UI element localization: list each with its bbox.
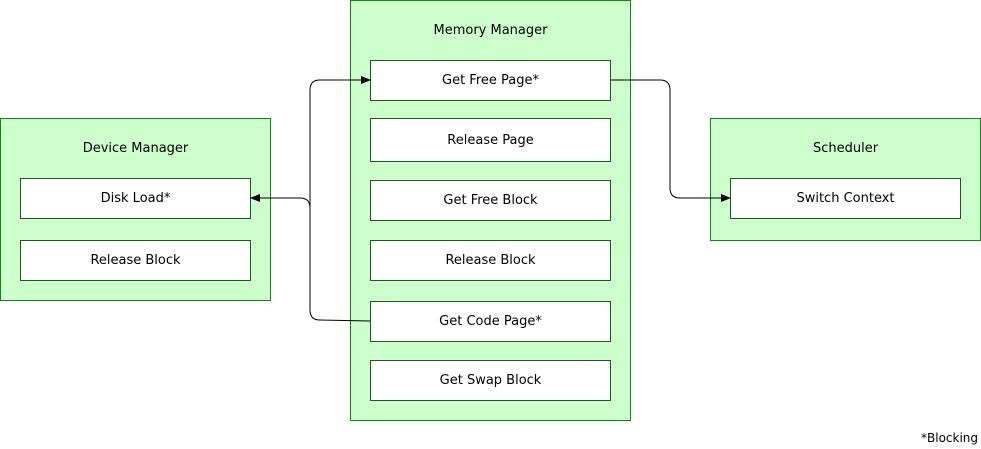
get-free-page-box[interactable]: Get Free Page* xyxy=(370,60,611,101)
connector-to-get-free-page xyxy=(309,76,371,208)
release-block-memory-box[interactable]: Release Block xyxy=(370,240,611,281)
blocking-note: *Blocking xyxy=(921,431,979,445)
memory-manager-title: Memory Manager xyxy=(433,23,548,38)
get-code-page-box[interactable]: Get Code Page* xyxy=(370,301,611,342)
scheduler-title: Scheduler xyxy=(812,141,879,156)
connector-get-free-page-to-switch-context xyxy=(611,79,731,202)
release-page-box[interactable]: Release Page xyxy=(370,118,611,162)
device-manager-title: Device Manager xyxy=(82,141,189,156)
get-free-block-box[interactable]: Get Free Block xyxy=(370,180,611,221)
release-block-device-box[interactable]: Release Block xyxy=(20,240,251,281)
connector-get-code-page-to-disk-load xyxy=(250,194,371,322)
disk-load-box[interactable]: Disk Load* xyxy=(20,178,251,219)
get-swap-block-box[interactable]: Get Swap Block xyxy=(370,360,611,401)
